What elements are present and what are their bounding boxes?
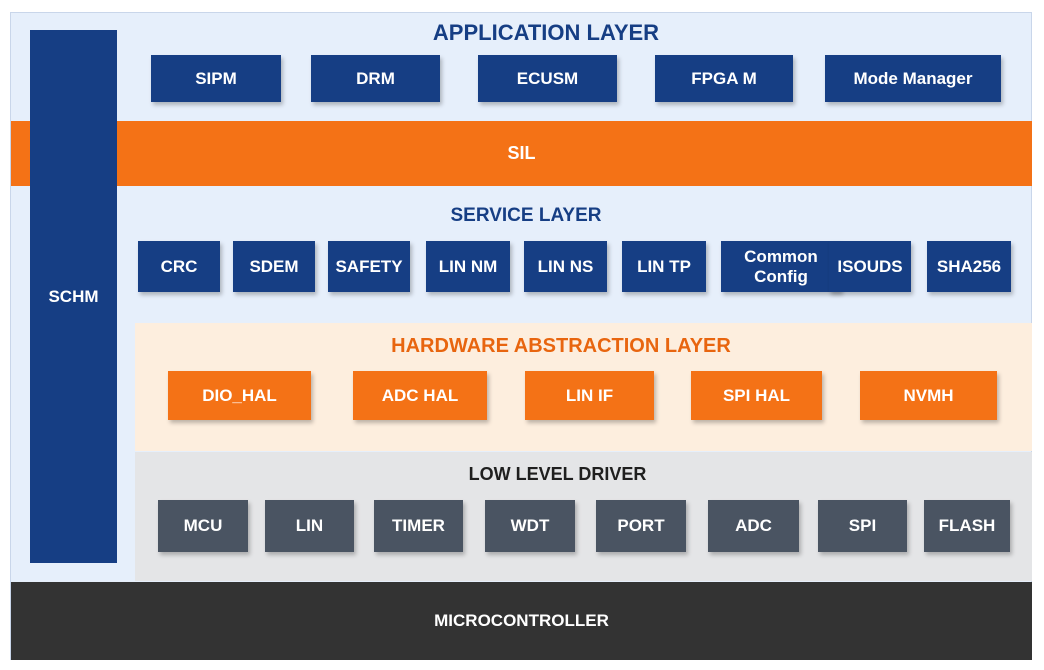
service-module-isouds: ISOUDS [829, 241, 911, 292]
service-module-sha256: SHA256 [927, 241, 1011, 292]
driver-module-adc: ADC [708, 500, 799, 552]
microcontroller-bar: MICROCONTROLLER [11, 582, 1032, 660]
service-module-sdem: SDEM [233, 241, 315, 292]
app-module-ecusm: ECUSM [478, 55, 617, 102]
hal-module-spi-hal: SPI HAL [691, 371, 822, 420]
schm-label: SCHM [48, 286, 99, 306]
hal-module-nvmh: NVMH [860, 371, 997, 420]
application-layer-title: APPLICATION LAYER [432, 20, 660, 45]
hal-module-dio-hal: DIO_HAL [168, 371, 311, 420]
sil-band: SIL [11, 121, 1032, 186]
service-module-lin-ns: LIN NS [524, 241, 607, 292]
driver-module-mcu: MCU [158, 500, 248, 552]
app-module-drm: DRM [311, 55, 440, 102]
app-module-mode-manager: Mode Manager [825, 55, 1001, 102]
microcontroller-label: MICROCONTROLLER [434, 611, 609, 630]
driver-module-wdt: WDT [485, 500, 575, 552]
driver-module-port: PORT [596, 500, 686, 552]
service-layer-title: SERVICE LAYER [450, 205, 602, 226]
driver-layer-title: LOW LEVEL DRIVER [468, 464, 647, 484]
service-module-lin-tp: LIN TP [622, 241, 706, 292]
service-module-common-config: Common Config [721, 241, 841, 292]
service-module-lin-nm: LIN NM [426, 241, 510, 292]
driver-module-timer: TIMER [374, 500, 463, 552]
app-module-sipm: SIPM [151, 55, 281, 102]
sil-label: SIL [507, 143, 536, 163]
hal-module-lin-if: LIN IF [525, 371, 654, 420]
hal-module-adc-hal: ADC HAL [353, 371, 487, 420]
service-module-safety: SAFETY [328, 241, 410, 292]
schm-bar: SCHM [30, 30, 117, 563]
app-module-fpga-m: FPGA M [655, 55, 793, 102]
driver-module-flash: FLASH [924, 500, 1010, 552]
service-module-crc: CRC [138, 241, 220, 292]
driver-module-lin: LIN [265, 500, 354, 552]
driver-module-spi: SPI [818, 500, 907, 552]
hal-layer-title: HARDWARE ABSTRACTION LAYER [391, 335, 731, 357]
